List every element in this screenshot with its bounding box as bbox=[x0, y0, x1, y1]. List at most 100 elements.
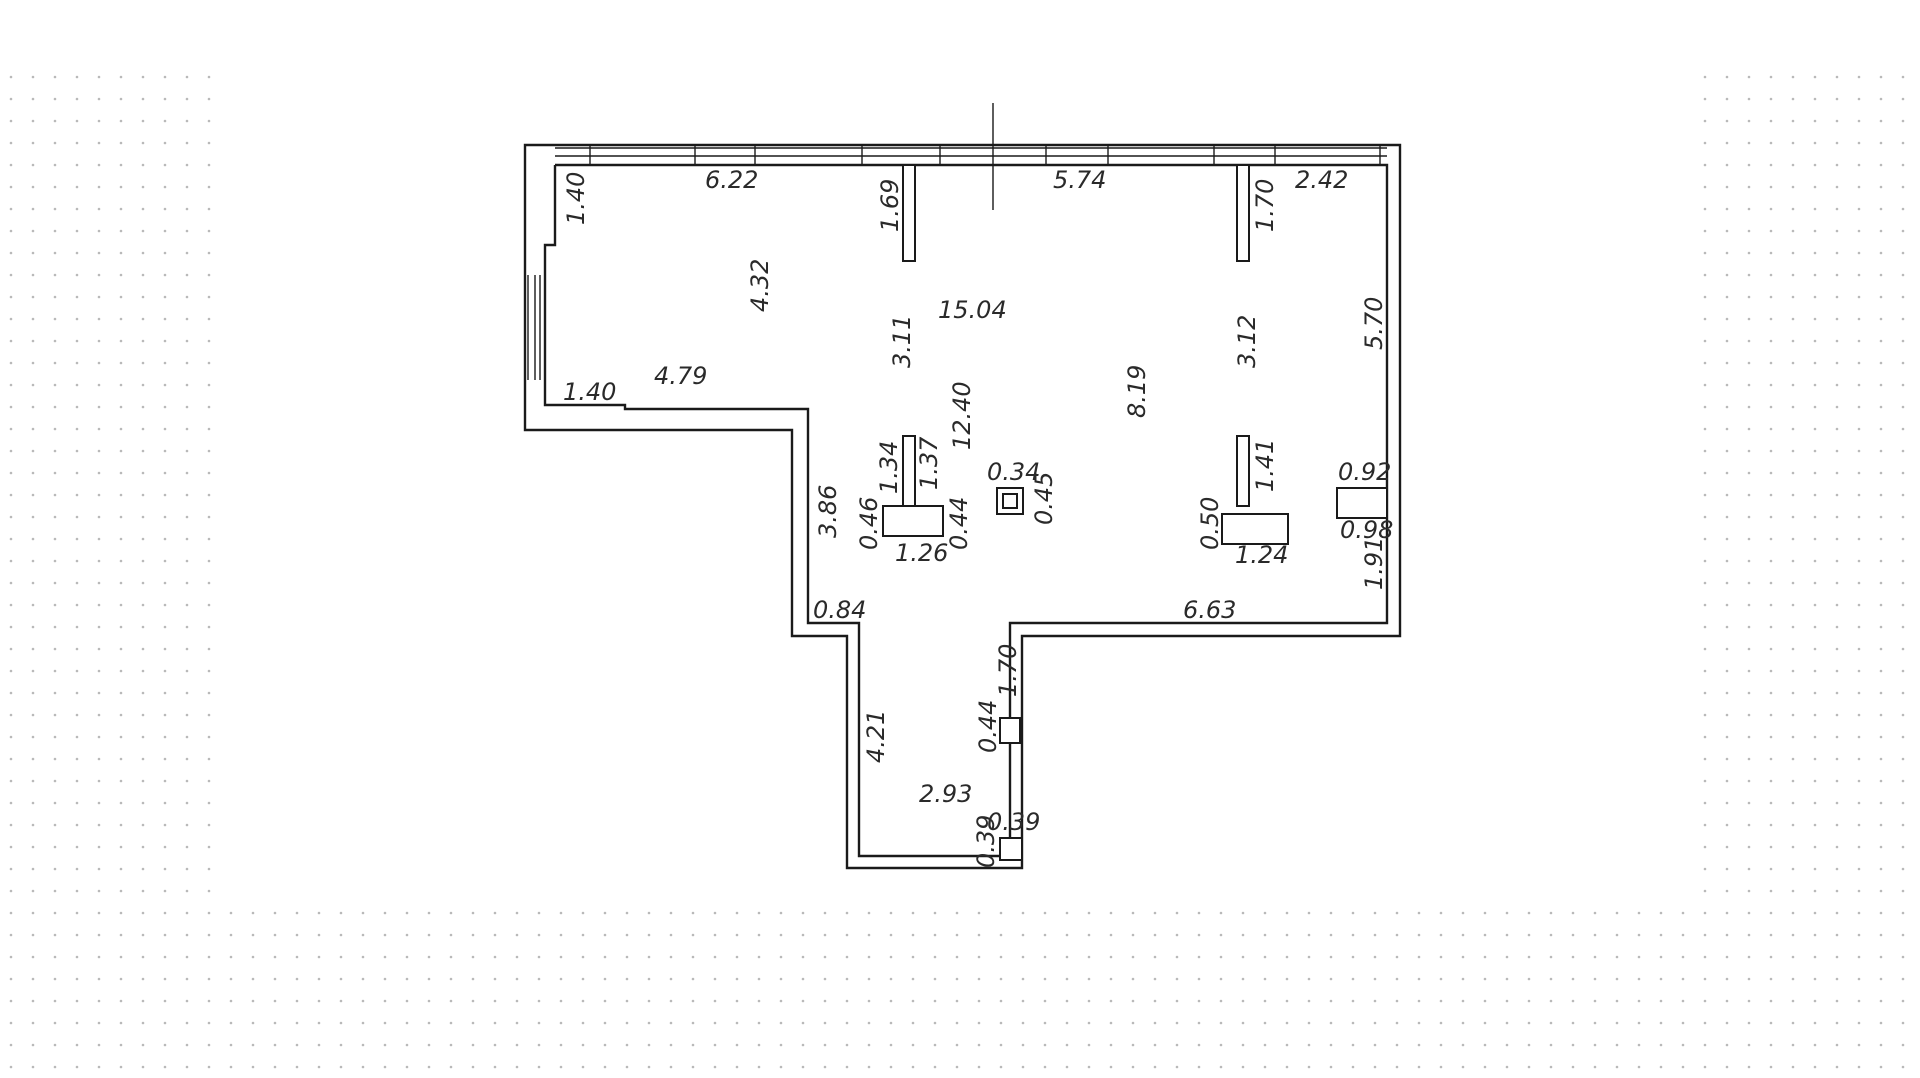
grid-dot bbox=[625, 1043, 629, 1047]
grid-dot bbox=[1835, 449, 1839, 453]
grid-dot bbox=[1527, 1065, 1531, 1069]
grid-dot bbox=[1747, 669, 1751, 673]
grid-dot bbox=[1725, 867, 1729, 871]
grid-dot bbox=[31, 515, 35, 519]
grid-dot bbox=[1769, 163, 1773, 167]
grid-dot bbox=[119, 229, 123, 233]
grid-dot bbox=[1747, 493, 1751, 497]
grid-dot bbox=[449, 1065, 453, 1069]
grid-dot bbox=[31, 559, 35, 563]
grid-dot bbox=[97, 1021, 101, 1025]
grid-dot bbox=[119, 999, 123, 1003]
grid-dot bbox=[1307, 955, 1311, 959]
grid-dot bbox=[1747, 625, 1751, 629]
grid-dot bbox=[1769, 97, 1773, 101]
grid-dot bbox=[735, 977, 739, 981]
grid-dot bbox=[1703, 625, 1707, 629]
grid-dot bbox=[1725, 75, 1729, 79]
grid-dot bbox=[1703, 163, 1707, 167]
grid-dot bbox=[97, 515, 101, 519]
grid-dot bbox=[1439, 977, 1443, 981]
grid-dot bbox=[999, 955, 1003, 959]
grid-dot bbox=[1835, 713, 1839, 717]
grid-dot bbox=[1725, 823, 1729, 827]
grid-dot bbox=[471, 1021, 475, 1025]
grid-dot bbox=[207, 493, 211, 497]
grid-dot bbox=[1813, 471, 1817, 475]
grid-dot bbox=[1879, 471, 1883, 475]
grid-dot bbox=[1615, 1043, 1619, 1047]
grid-dot bbox=[1857, 889, 1861, 893]
grid-dot bbox=[185, 537, 189, 541]
grid-dot bbox=[449, 1021, 453, 1025]
grid-dot bbox=[207, 229, 211, 233]
grid-dot bbox=[9, 471, 13, 475]
grid-dot bbox=[185, 1065, 189, 1069]
grid-dot bbox=[801, 1021, 805, 1025]
grid-dot bbox=[119, 823, 123, 827]
grid-dot bbox=[97, 295, 101, 299]
grid-dot bbox=[361, 977, 365, 981]
grid-dot bbox=[1637, 1043, 1641, 1047]
grid-dot bbox=[1241, 955, 1245, 959]
grid-dot bbox=[141, 97, 145, 101]
grid-dot bbox=[273, 1065, 277, 1069]
grid-dot bbox=[999, 999, 1003, 1003]
grid-dot bbox=[1725, 955, 1729, 959]
grid-dot bbox=[97, 207, 101, 211]
grid-dot bbox=[1901, 405, 1905, 409]
dim-top-right-window: 2.42 bbox=[1295, 166, 1348, 194]
grid-dot bbox=[515, 1021, 519, 1025]
grid-dot bbox=[1747, 361, 1751, 365]
grid-dot bbox=[163, 801, 167, 805]
grid-dot bbox=[163, 933, 167, 937]
grid-dot bbox=[1351, 977, 1355, 981]
grid-dot bbox=[977, 977, 981, 981]
grid-dot bbox=[1857, 801, 1861, 805]
grid-dot bbox=[1725, 273, 1729, 277]
grid-dot bbox=[1791, 251, 1795, 255]
grid-dot bbox=[1725, 691, 1729, 695]
grid-dot bbox=[119, 955, 123, 959]
grid-dot bbox=[1153, 1065, 1157, 1069]
grid-dot bbox=[1725, 229, 1729, 233]
grid-dot bbox=[9, 1043, 13, 1047]
grid-dot bbox=[1791, 97, 1795, 101]
grid-dot bbox=[1703, 405, 1707, 409]
dim-left-step-ledge: 0.84 bbox=[813, 596, 866, 624]
grid-dot bbox=[1263, 955, 1267, 959]
grid-dot bbox=[31, 757, 35, 761]
grid-dot bbox=[1901, 691, 1905, 695]
grid-dot bbox=[1659, 955, 1663, 959]
grid-dot bbox=[1747, 1065, 1751, 1069]
grid-dot bbox=[1021, 911, 1025, 915]
grid-dot bbox=[889, 1043, 893, 1047]
grid-dot bbox=[1791, 361, 1795, 365]
grid-dot bbox=[1109, 977, 1113, 981]
grid-dot bbox=[1791, 515, 1795, 519]
grid-dot bbox=[75, 405, 79, 409]
grid-dot bbox=[1857, 779, 1861, 783]
grid-dot bbox=[1263, 1043, 1267, 1047]
grid-dot bbox=[97, 449, 101, 453]
grid-dot bbox=[163, 537, 167, 541]
grid-dot bbox=[53, 229, 57, 233]
grid-dot bbox=[31, 603, 35, 607]
outer-wall-outline bbox=[523, 143, 1402, 870]
grid-dot bbox=[933, 1043, 937, 1047]
grid-dot bbox=[1593, 911, 1597, 915]
grid-dot bbox=[361, 1043, 365, 1047]
grid-dot bbox=[1791, 647, 1795, 651]
grid-dot bbox=[31, 97, 35, 101]
grid-dot bbox=[1703, 955, 1707, 959]
grid-dot bbox=[1043, 999, 1047, 1003]
grid-dot bbox=[1769, 779, 1773, 783]
grid-dot bbox=[1263, 933, 1267, 937]
grid-dot bbox=[1725, 911, 1729, 915]
grid-dot bbox=[185, 1021, 189, 1025]
grid-dot bbox=[1769, 757, 1773, 761]
grid-dot bbox=[251, 955, 255, 959]
grid-dot bbox=[141, 207, 145, 211]
grid-dot bbox=[53, 493, 57, 497]
grid-dot bbox=[823, 955, 827, 959]
